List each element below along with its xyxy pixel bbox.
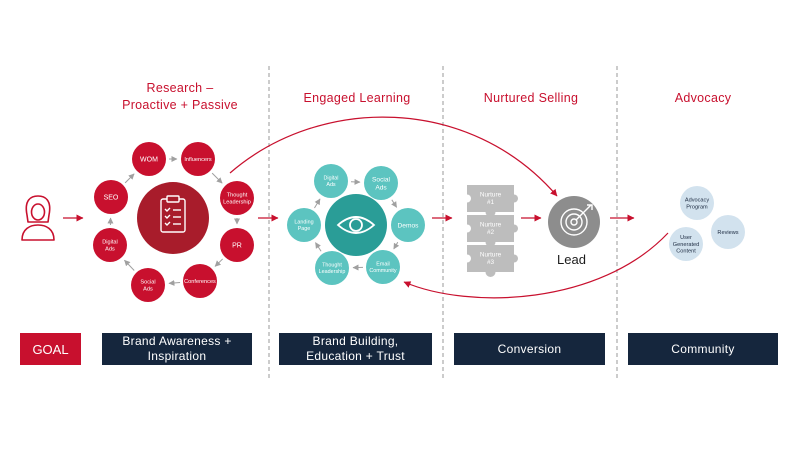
research-node-conferences: [183, 264, 217, 298]
advocacy-node-advocacy-program: [680, 186, 714, 220]
nurture-piece-3-notch: [463, 254, 471, 263]
research-connector-arrow: [124, 259, 135, 271]
stage-dividers: [268, 66, 618, 380]
learning-center-circle: [325, 194, 387, 256]
lead-label: Lead: [557, 252, 586, 267]
nurture-piece-1-tab: [485, 207, 496, 217]
stage-title-advocacy: Advocacy: [674, 91, 732, 105]
research-node-seo-label: SEO: [104, 194, 119, 201]
advocacy-node-reviews-label: Reviews: [717, 230, 738, 236]
research-node-pr-label: PR: [232, 242, 242, 249]
research-node-social-ads: [131, 268, 165, 302]
stage-title-engaged-learning: Engaged Learning: [303, 91, 411, 105]
goal-community: Community: [628, 333, 778, 365]
target-arrow-icon: [560, 204, 593, 236]
learning-node-demos: [391, 208, 425, 242]
research-connector-arrow: [214, 258, 224, 267]
learning-node-landing-page: [287, 208, 321, 242]
nurture-piece-3-side-tab: [510, 254, 518, 263]
curve-arrow-to-lead: [229, 116, 558, 197]
learning-node-thought-leadership: [315, 251, 349, 285]
learning-node-social-ads: [364, 166, 398, 200]
research-node-influencers: [181, 142, 215, 176]
nurture-piece-1-side-tab: [510, 194, 518, 203]
advocacy-node-user-generated-content: [669, 227, 703, 261]
goal-conversion: Conversion: [454, 333, 605, 365]
research-node-thought-leadership: [220, 181, 254, 215]
nurture-piece-2-label: Nurture#2: [480, 221, 502, 236]
learning-node-email-community: [366, 250, 400, 284]
nurture-piece-2-tab: [485, 237, 496, 247]
person-outline-icon: [21, 195, 55, 241]
research-connector-arrow: [124, 173, 135, 184]
learning-connector-arrow: [393, 241, 400, 250]
research-node-digital-ads: [93, 228, 127, 262]
research-node-wom: [132, 142, 166, 176]
advocacy-node-reviews: [711, 215, 745, 249]
stage-title-nurtured-selling: Nurtured Selling: [483, 91, 579, 105]
goal-label-box: GOAL: [20, 333, 81, 365]
learning-connector-arrow: [391, 199, 398, 208]
learning-connector-arrow: [315, 242, 322, 252]
research-node-seo: [94, 180, 128, 214]
eye-icon: [336, 216, 376, 234]
learning-node-digital-ads: [314, 164, 348, 198]
research-node-conferences-label: Conferences: [184, 279, 216, 285]
curve-arrow-back-to-email: [403, 232, 669, 299]
research-connector-arrow: [168, 279, 181, 286]
goal-brand-awareness: Brand Awareness + Inspiration: [102, 333, 252, 365]
nurture-piece-1-notch: [463, 194, 471, 203]
goal-brand-building: Brand Building, Education + Trust: [279, 333, 432, 365]
learning-connector-arrow: [314, 198, 321, 209]
nurture-piece-1-label: Nurture#1: [480, 191, 502, 206]
lead-circle: [548, 196, 600, 248]
nurture-piece-2-side-tab: [510, 224, 518, 233]
research-center-circle: [137, 182, 209, 254]
research-node-pr: [220, 228, 254, 262]
learning-node-demos-label: Demos: [398, 222, 420, 229]
research-node-influencers-label: Influencers: [184, 157, 212, 163]
clipboard-checklist-icon: [160, 195, 186, 233]
nurture-piece-3-label: Nurture#3: [480, 251, 502, 266]
research-connector-arrow: [211, 172, 223, 184]
stage-title-research: Research – Proactive + Passive: [122, 81, 238, 112]
nurture-piece-2-notch: [463, 224, 471, 233]
nurture-piece-3-tab: [485, 267, 496, 277]
research-node-wom-label: WOM: [140, 156, 158, 163]
